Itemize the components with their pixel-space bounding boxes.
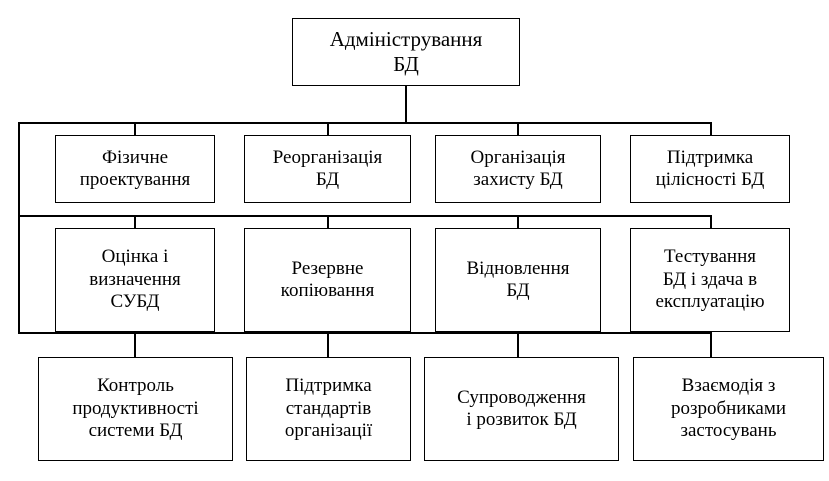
node-label: Оцінка і визначення СУБД (89, 246, 181, 313)
connector-stub-row3-3 (710, 215, 712, 228)
connector-bus-row4 (18, 332, 710, 334)
connector-stub-row2-3 (710, 122, 712, 135)
node-label: Організація захисту БД (470, 146, 566, 190)
connector-root-stem (405, 86, 407, 123)
node-interaction-with-app-developers[interactable]: Взаємодія з розробниками застосувань (633, 357, 824, 461)
node-label: Взаємодія з розробниками застосувань (670, 375, 787, 442)
node-db-performance-control[interactable]: Контроль продуктивності системи БД (38, 357, 233, 461)
connector-stub-row2-0 (134, 122, 136, 135)
connector-bus-row3 (18, 215, 710, 217)
node-label: Відновлення БД (466, 257, 570, 301)
node-administering-db[interactable]: Адміністрування БД (292, 18, 520, 86)
connector-stub-row3-2 (517, 215, 519, 228)
connector-bus-row2 (18, 122, 710, 124)
connector-stub-row4-1 (327, 332, 329, 357)
connector-stub-row4-0 (134, 332, 136, 357)
node-dbms-evaluation-selection[interactable]: Оцінка і визначення СУБД (55, 228, 215, 332)
connector-stub-row2-2 (517, 122, 519, 135)
node-integrity-support[interactable]: Підтримка цілісності БД (630, 135, 790, 203)
node-label: Адміністрування БД (329, 27, 483, 76)
node-label: Тестування БД і здача в експлуатацію (655, 246, 765, 313)
connector-left-spine (18, 122, 20, 332)
node-db-maintenance-development[interactable]: Супроводження і розвиток БД (424, 357, 619, 461)
node-label: Підтримка стандартів організації (284, 375, 373, 442)
node-label: Контроль продуктивності системи БД (72, 375, 199, 442)
node-org-standards-support[interactable]: Підтримка стандартів організації (246, 357, 411, 461)
connector-stub-row2-1 (327, 122, 329, 135)
node-label: Фізичне проектування (79, 146, 191, 190)
node-label: Резервне копіювання (280, 257, 375, 301)
node-label: Супроводження і розвиток БД (457, 386, 586, 430)
node-label: Реорганізація БД (272, 146, 383, 190)
node-db-protection-organization[interactable]: Організація захисту БД (435, 135, 601, 203)
connector-stub-row3-1 (327, 215, 329, 228)
connector-stub-row4-2 (517, 332, 519, 357)
node-backup-copying[interactable]: Резервне копіювання (244, 228, 411, 332)
node-db-recovery[interactable]: Відновлення БД (435, 228, 601, 332)
node-label: Підтримка цілісності БД (655, 146, 765, 190)
node-physical-design[interactable]: Фізичне проектування (55, 135, 215, 203)
connector-stub-row4-3 (710, 332, 712, 357)
node-db-testing-commissioning[interactable]: Тестування БД і здача в експлуатацію (630, 228, 790, 332)
node-db-reorganization[interactable]: Реорганізація БД (244, 135, 411, 203)
connector-stub-row3-0 (134, 215, 136, 228)
